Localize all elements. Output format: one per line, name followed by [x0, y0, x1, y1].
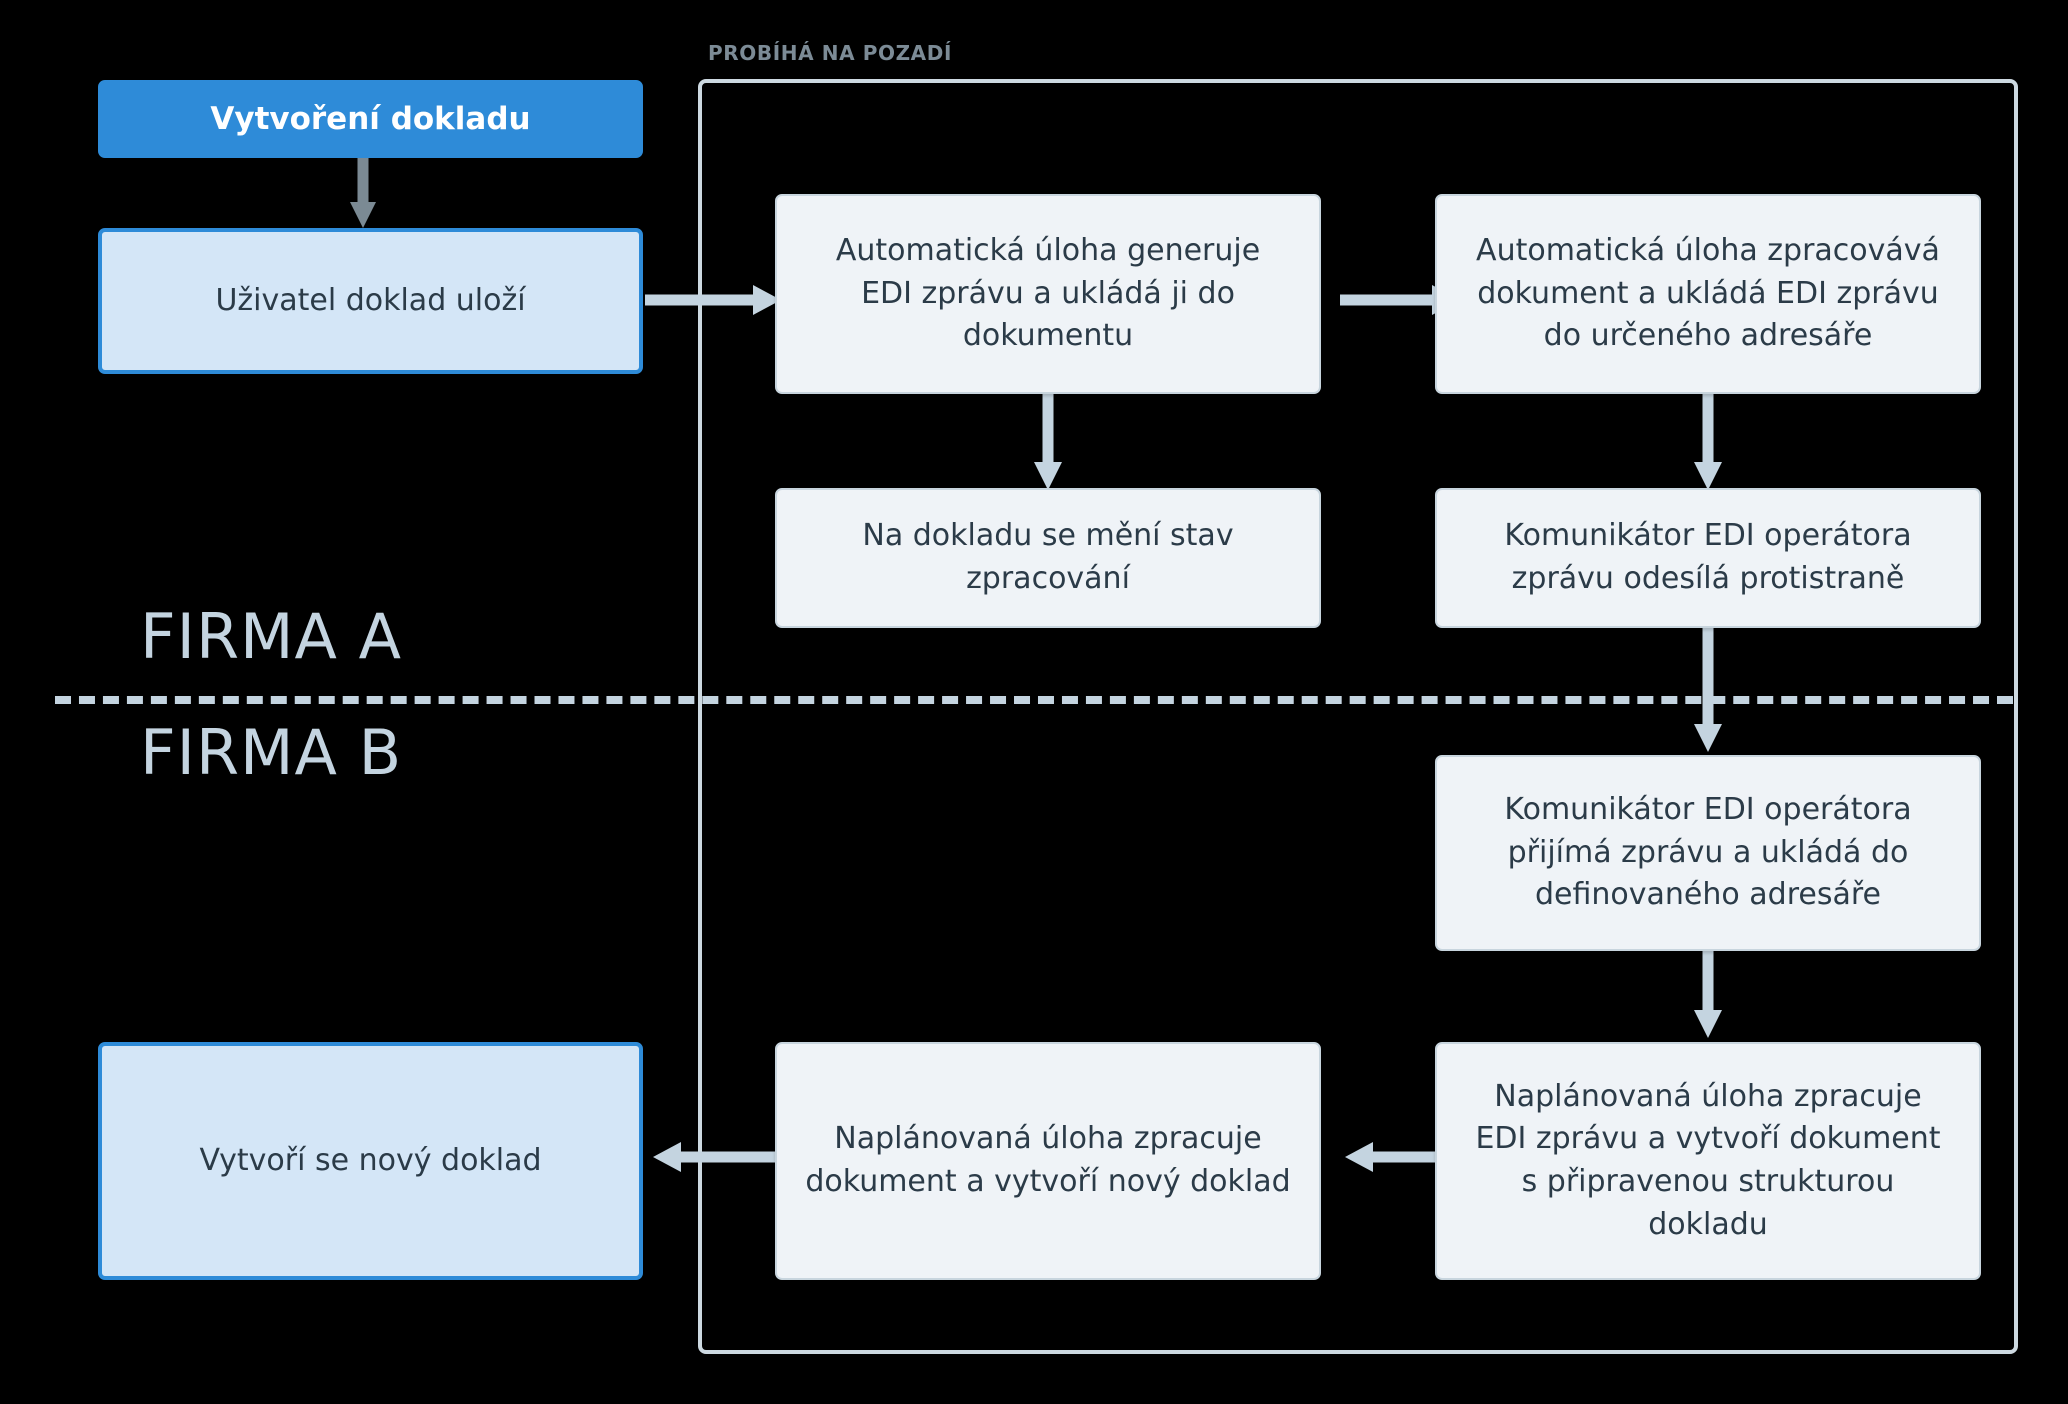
node-automaticka-uloha-generuje[interactable]: Automatická úloha generuje EDI zprávu a … [775, 194, 1321, 394]
node-uzivatel-doklad-ulozi[interactable]: Uživatel doklad uloží [98, 228, 643, 374]
node-automaticka-uloha-zpracovava[interactable]: Automatická úloha zpracovává dokument a … [1435, 194, 1981, 394]
node-naplanovana-uloha-edi[interactable]: Naplánovaná úloha zpracuje EDI zprávu a … [1435, 1042, 1981, 1280]
node-label: Komunikátor EDI operátora zprávu odesílá… [1504, 518, 1912, 596]
node-label: Naplánovaná úloha zpracuje EDI zprávu a … [1475, 1078, 1941, 1242]
node-na-dokladu-se-meni-stav[interactable]: Na dokladu se mění stav zpracování [775, 488, 1321, 628]
node-komunikator-prijima[interactable]: Komunikátor EDI operátora přijímá zprávu… [1435, 755, 1981, 951]
node-label: Automatická úloha generuje EDI zprávu a … [835, 233, 1261, 354]
node-label: Komunikátor EDI operátora přijímá zprávu… [1504, 792, 1912, 913]
node-label: Automatická úloha zpracovává dokument a … [1476, 233, 1940, 354]
lane-label-firma-b: FIRMA B [140, 716, 403, 789]
background-process-container [698, 79, 2018, 1354]
background-process-label: PROBÍHÁ NA POZADÍ [708, 41, 958, 65]
lane-divider [55, 696, 2013, 704]
connector-komunikator-prijima-to-naplanovana-edi [1692, 950, 1724, 1042]
node-label: Na dokladu se mění stav zpracování [862, 518, 1234, 596]
node-vytvori-se-novy-doklad[interactable]: Vytvoří se nový doklad [98, 1042, 643, 1280]
node-vytvoreni-dokladu[interactable]: Vytvoření dokladu [98, 80, 643, 158]
connector-uzivatel-to-auto-generuje [645, 280, 785, 320]
connector-vytvoreni-to-uzivatel [348, 158, 378, 230]
node-komunikator-odesila[interactable]: Komunikátor EDI operátora zprávu odesílá… [1435, 488, 1981, 628]
node-label: Vytvoření dokladu [210, 100, 531, 137]
node-naplanovana-uloha-doklad[interactable]: Naplánovaná úloha zpracuje dokument a vy… [775, 1042, 1321, 1280]
node-label: Uživatel doklad uloží [215, 282, 526, 318]
node-label: Naplánovaná úloha zpracuje dokument a vy… [805, 1121, 1291, 1199]
lane-label-firma-a: FIRMA A [140, 600, 403, 673]
connector-naplanovana-doklad-to-novy-doklad [645, 1137, 785, 1177]
node-label: Vytvoří se nový doklad [199, 1142, 542, 1178]
